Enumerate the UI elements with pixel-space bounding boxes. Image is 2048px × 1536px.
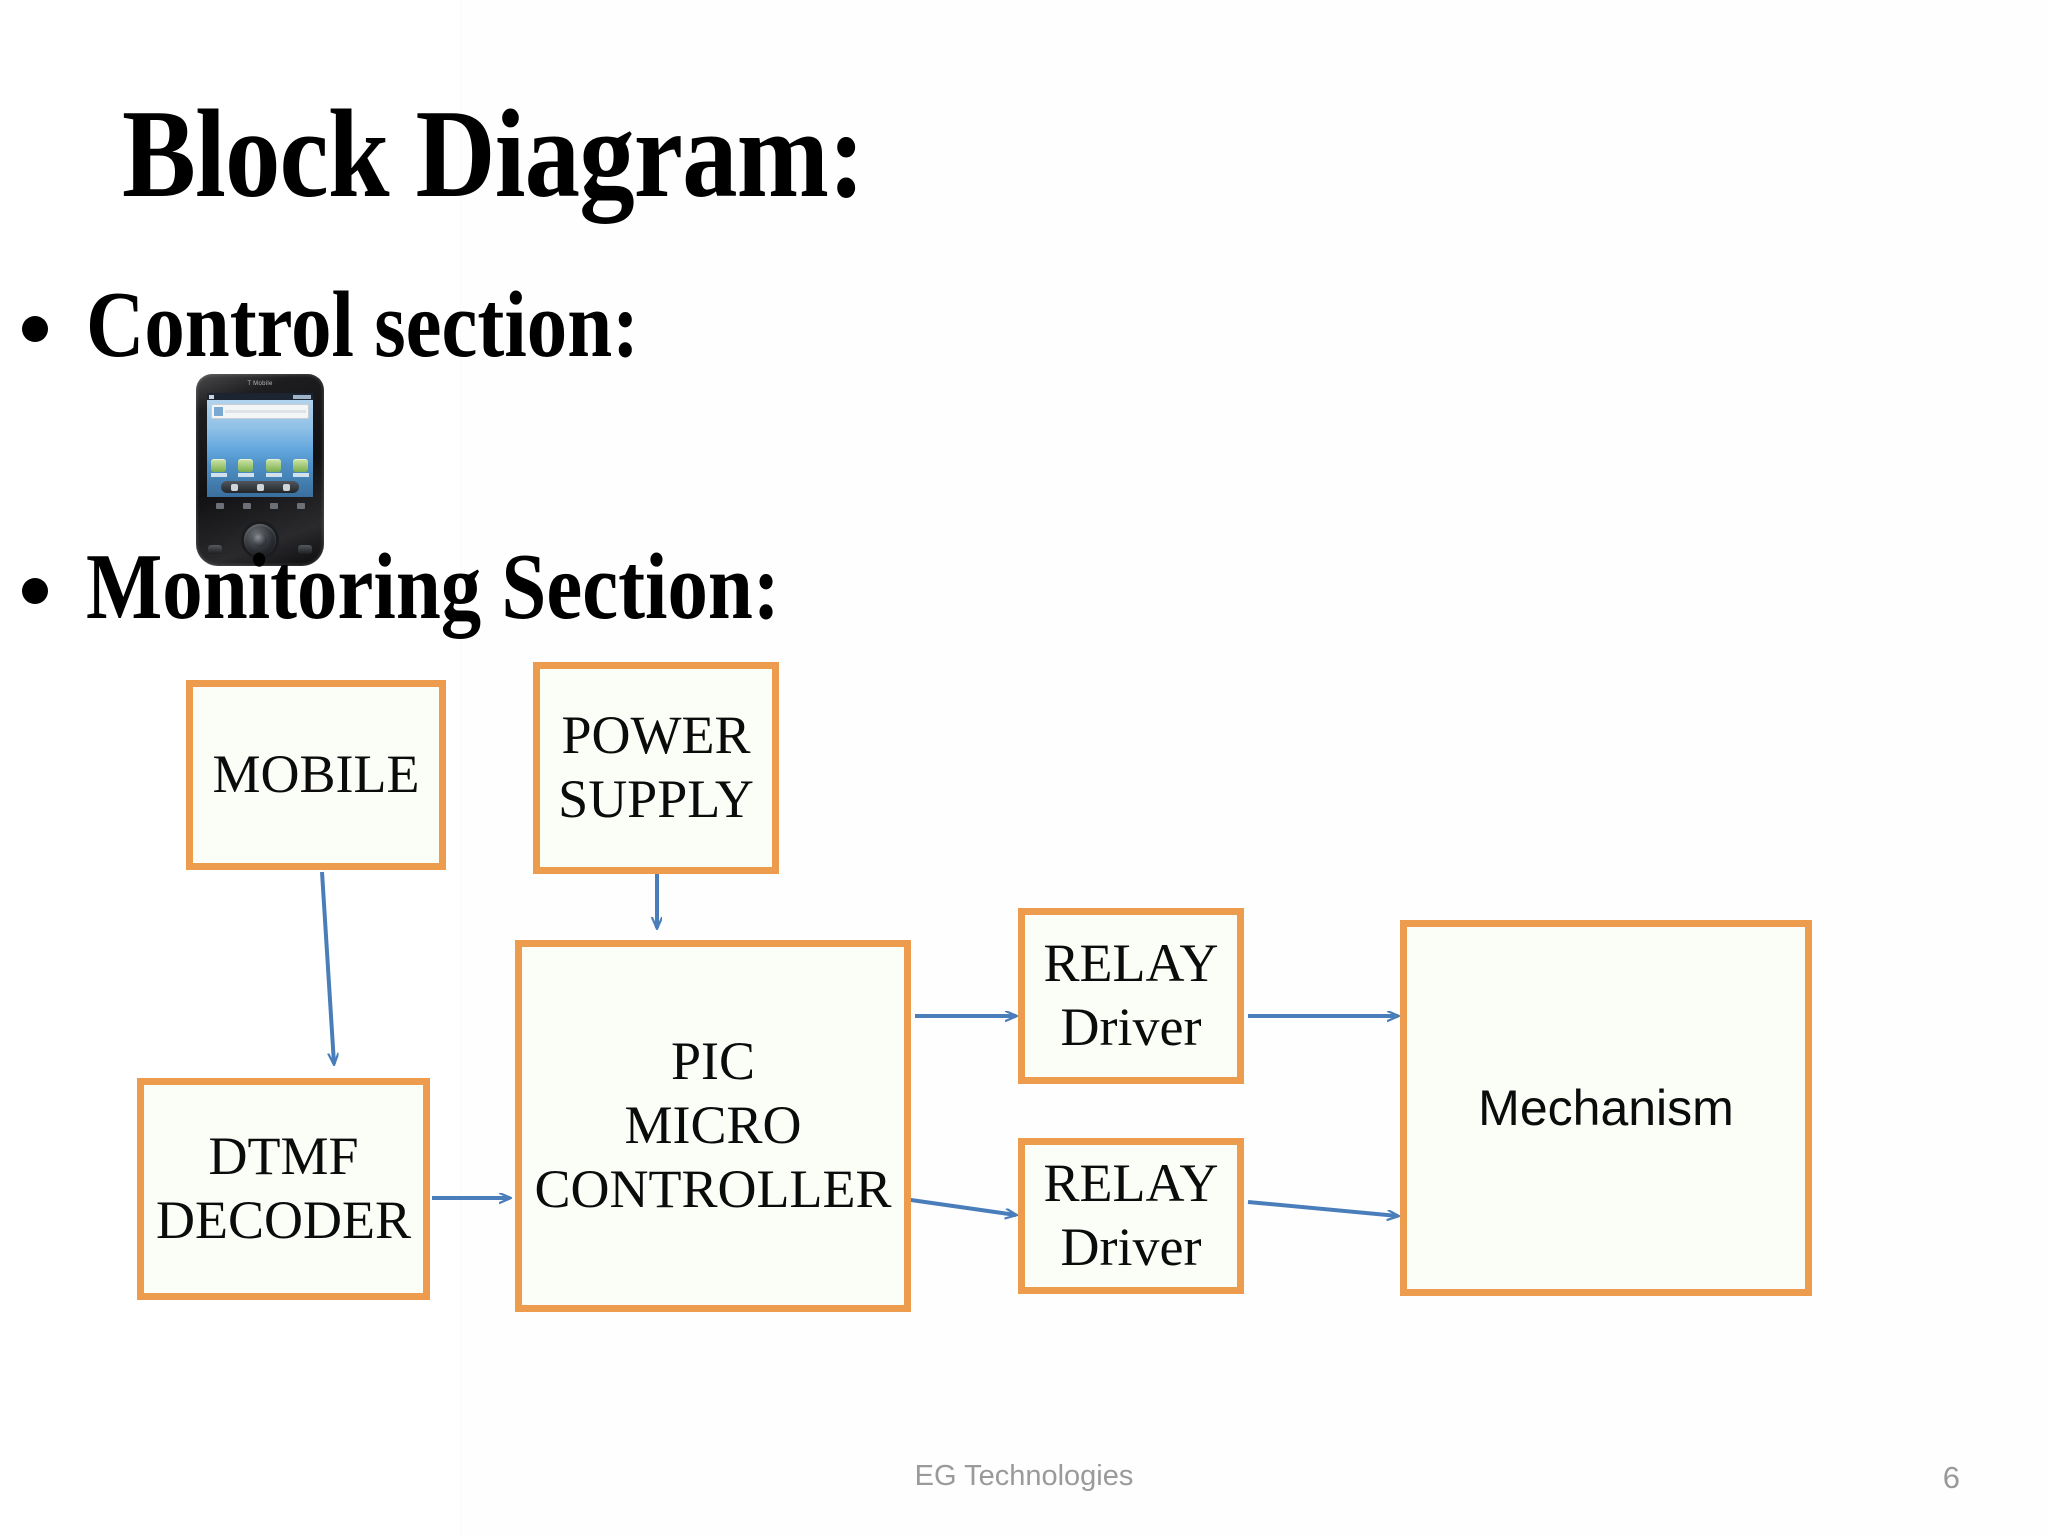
bullet-monitoring-section-label: Monitoring Section: <box>86 535 780 639</box>
footer-company-name: EG Technologies <box>914 1460 1134 1492</box>
phone-call-key <box>208 545 222 554</box>
mobile-phone-photo: T Mobile <box>196 374 324 566</box>
phone-screen <box>207 393 313 497</box>
phone-search-field <box>225 410 306 413</box>
phone-menu-key-icon <box>269 503 278 509</box>
phone-app-icon <box>265 459 282 477</box>
phone-dock-phone-icon <box>230 483 238 491</box>
block-mechanism: Mechanism <box>1400 920 1812 1296</box>
block-mobile-label: MOBILE <box>212 744 420 805</box>
footer-page-number: 6 <box>1942 1460 1960 1495</box>
phone-app-icon <box>211 459 227 477</box>
phone-search-widget <box>211 404 309 419</box>
edge-relay2-to-mechanism <box>1247 1200 1398 1216</box>
phone-dock <box>221 481 299 493</box>
phone-end-key <box>298 545 312 554</box>
phone-status-bar <box>207 393 313 400</box>
phone-brand-label: T Mobile <box>247 381 273 387</box>
phone-app-icon <box>238 459 255 477</box>
bullet-dot-icon <box>22 316 48 342</box>
bullet-control-section: Control section: <box>22 278 729 372</box>
page-title: Block Diagram: <box>122 85 865 224</box>
phone-dock-apps-icon <box>256 483 264 491</box>
block-mechanism-label: Mechanism <box>1478 1079 1734 1136</box>
bullet-dot-icon <box>22 578 48 604</box>
phone-signal-icon <box>209 394 214 399</box>
phone-app-icon <box>292 459 309 477</box>
phone-status-right-icons <box>293 394 311 399</box>
phone-dock-browser-icon <box>282 483 290 491</box>
phone-trackball <box>244 524 276 556</box>
phone-softkey-row <box>206 500 314 512</box>
phone-back-key-icon <box>215 503 224 509</box>
phone-search-key-icon <box>296 503 305 509</box>
phone-search-icon <box>214 407 223 416</box>
bullet-control-section-label: Control section: <box>86 273 640 377</box>
bullet-monitoring-section: Monitoring Section: <box>22 540 893 634</box>
phone-home-key-icon <box>242 503 251 509</box>
phone-app-icon-row <box>211 459 309 477</box>
block-mobile: MOBILE <box>186 680 446 870</box>
edge-mobile-to-dtmf <box>320 871 334 1064</box>
